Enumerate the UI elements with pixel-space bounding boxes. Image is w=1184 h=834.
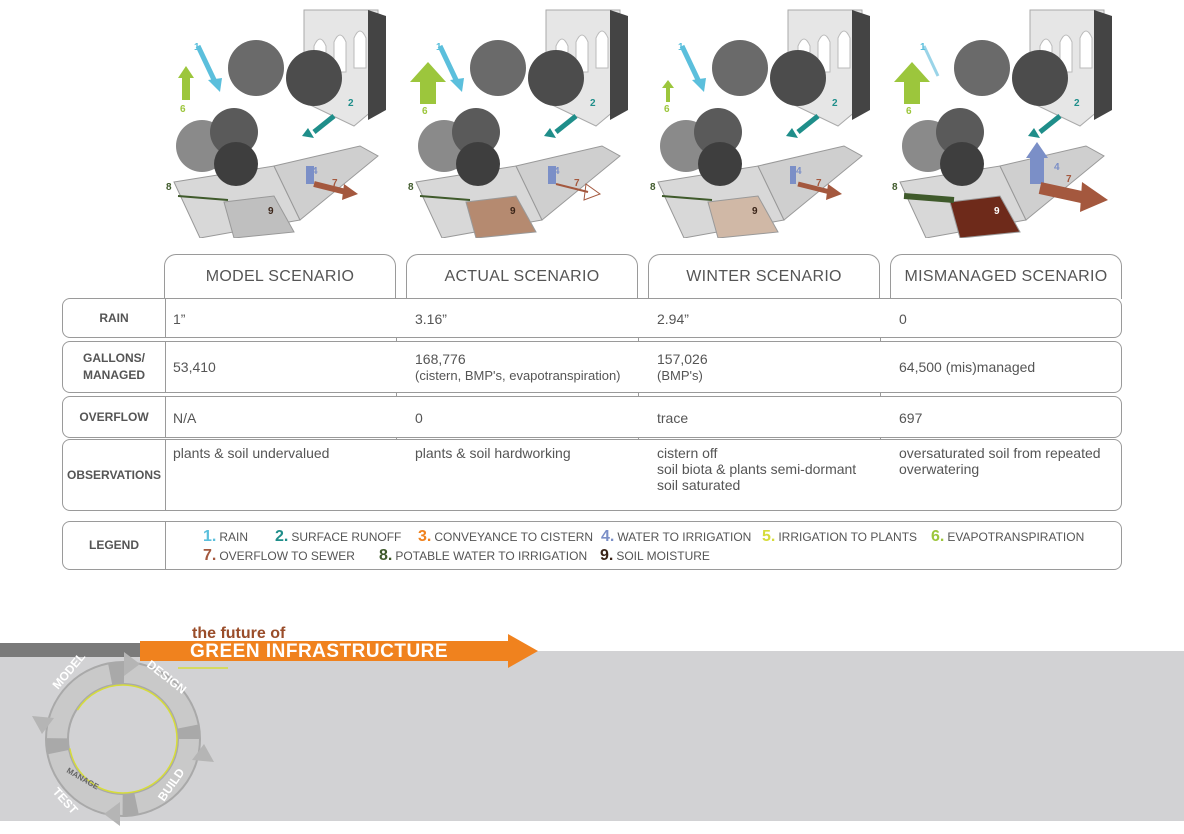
legend-item-water-irrigation: 4.WATER TO IRRIGATION bbox=[601, 528, 752, 545]
svg-text:8: 8 bbox=[166, 182, 172, 193]
svg-text:1: 1 bbox=[678, 42, 684, 53]
legend-item-evapotranspiration: 6.EVAPOTRANSPIRATION bbox=[931, 528, 1085, 545]
svg-text:1: 1 bbox=[194, 42, 200, 53]
cell-mismanaged-rain: 0 bbox=[899, 311, 907, 327]
future-title: GREEN INFRASTRUCTURE bbox=[190, 641, 449, 662]
column-header-actual: ACTUAL SCENARIO bbox=[406, 254, 638, 299]
cell-actual-observations: plants & soil hardworking bbox=[415, 445, 571, 461]
legend-item-rain: 1.RAIN bbox=[203, 528, 249, 545]
svg-text:9: 9 bbox=[268, 206, 274, 217]
svg-text:1: 1 bbox=[436, 42, 442, 53]
table-row-observations: OBSERVATIONS plants & soil undervalued p… bbox=[62, 439, 1122, 511]
cell-winter-overflow: trace bbox=[657, 410, 689, 426]
svg-text:4: 4 bbox=[1054, 162, 1060, 173]
row-label-gallons: GALLONS/MANAGED bbox=[63, 342, 166, 392]
cycle-diagram: MODEL DESIGN BUILD TEST MANAGE bbox=[32, 650, 228, 826]
cell-model-observations: plants & soil undervalued bbox=[173, 445, 330, 461]
svg-text:2: 2 bbox=[1074, 98, 1080, 109]
cell-model-gallons: 53,410 bbox=[173, 359, 216, 375]
cell-winter-rain: 2.94” bbox=[657, 311, 689, 327]
future-arrow bbox=[0, 634, 538, 668]
svg-text:4: 4 bbox=[554, 166, 560, 177]
legend-item-potable-water: 8.POTABLE WATER TO IRRIGATION bbox=[379, 547, 588, 564]
svg-text:4: 4 bbox=[312, 166, 318, 177]
svg-text:2: 2 bbox=[832, 98, 838, 109]
cell-actual-rain: 3.16” bbox=[415, 311, 447, 327]
legend-item-surface-runoff: 2.SURFACE RUNOFF bbox=[275, 528, 402, 545]
svg-text:7: 7 bbox=[816, 178, 822, 189]
svg-text:8: 8 bbox=[408, 182, 414, 193]
svg-text:2: 2 bbox=[590, 98, 596, 109]
legend-item-overflow-sewer: 7.OVERFLOW TO SEWER bbox=[203, 547, 355, 564]
future-subtitle: the future of bbox=[192, 625, 286, 642]
tree-icon bbox=[660, 40, 826, 186]
cell-actual-overflow: 0 bbox=[415, 410, 423, 426]
row-label-observations: OBSERVATIONS bbox=[63, 440, 166, 510]
svg-text:9: 9 bbox=[752, 206, 758, 217]
table-row-rain: RAIN 1” 3.16” 2.94” 0 bbox=[62, 298, 1122, 338]
svg-text:6: 6 bbox=[906, 106, 912, 117]
arrow-icon bbox=[410, 44, 602, 201]
cell-actual-gallons: 168,776(cistern, BMP's, evapotranspirati… bbox=[415, 351, 621, 383]
cell-winter-gallons: 157,026(BMP's) bbox=[657, 351, 708, 383]
cell-model-overflow: N/A bbox=[173, 410, 197, 426]
arrow-icon bbox=[177, 44, 358, 201]
svg-text:9: 9 bbox=[994, 206, 1000, 217]
tree-icon bbox=[902, 40, 1068, 186]
svg-text:9: 9 bbox=[510, 206, 516, 217]
cell-mismanaged-overflow: 697 bbox=[899, 410, 923, 426]
svg-text:1: 1 bbox=[920, 42, 926, 53]
arrow-icon bbox=[661, 44, 842, 201]
tree-icon bbox=[176, 40, 342, 186]
legend-item-conveyance: 3.CONVEYANCE TO CISTERN bbox=[418, 528, 594, 545]
svg-text:8: 8 bbox=[650, 182, 656, 193]
svg-text:6: 6 bbox=[422, 106, 428, 117]
row-label-legend: LEGEND bbox=[63, 522, 166, 569]
legend-row: LEGEND 1.RAIN 2.SURFACE RUNOFF 3.CONVEYA… bbox=[62, 521, 1122, 570]
scenario-illustration-actual: 1 2 4 6 7 8 9 bbox=[408, 9, 628, 238]
row-label-rain: RAIN bbox=[63, 299, 166, 337]
table-row-gallons: GALLONS/MANAGED 53,410 168,776(cistern, … bbox=[62, 341, 1122, 393]
column-header-model: MODEL SCENARIO bbox=[164, 254, 396, 299]
legend-item-irrigation-plants: 5.IRRIGATION TO PLANTS bbox=[762, 528, 918, 545]
svg-text:6: 6 bbox=[664, 104, 670, 115]
svg-text:4: 4 bbox=[796, 166, 802, 177]
scenario-illustration-model: 1 2 4 6 7 8 9 bbox=[166, 9, 386, 238]
svg-text:2: 2 bbox=[348, 98, 354, 109]
arrow-icon bbox=[894, 45, 1108, 212]
svg-text:8: 8 bbox=[892, 182, 898, 193]
legend-item-soil-moisture: 9.SOIL MOISTURE bbox=[600, 547, 710, 564]
svg-text:7: 7 bbox=[332, 178, 338, 189]
svg-text:6: 6 bbox=[180, 104, 186, 115]
column-header-mismanaged: MISMANAGED SCENARIO bbox=[890, 254, 1122, 299]
tree-icon bbox=[418, 40, 584, 186]
scenario-illustration-winter: 1 2 4 6 7 8 9 bbox=[650, 9, 870, 238]
column-header-winter: WINTER SCENARIO bbox=[648, 254, 880, 299]
svg-text:7: 7 bbox=[574, 178, 580, 189]
row-label-overflow: OVERFLOW bbox=[63, 397, 166, 437]
svg-text:7: 7 bbox=[1066, 174, 1072, 185]
table-row-overflow: OVERFLOW N/A 0 trace 697 bbox=[62, 396, 1122, 438]
cell-mismanaged-gallons: 64,500 (mis)managed bbox=[899, 359, 1036, 375]
scenario-illustration-mismanaged: 1 2 4 6 7 8 9 bbox=[892, 9, 1112, 238]
cell-model-rain: 1” bbox=[173, 311, 186, 327]
